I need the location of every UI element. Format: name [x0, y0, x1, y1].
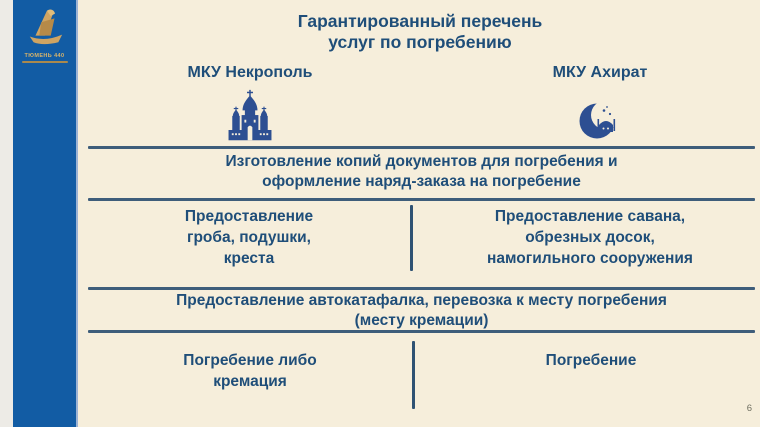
orthodox-church-icon	[222, 89, 278, 148]
logo-emblem-icon	[29, 9, 62, 45]
divider-line-1	[88, 146, 755, 149]
column-header-nekropol: МКУ Некрополь	[187, 64, 313, 81]
logo-subtitle-line	[21, 61, 68, 63]
logo-title: ТЮМЕНЬ 440	[24, 53, 65, 59]
divider-line-3	[88, 287, 755, 290]
service-cell-burial-cremation: Погребение либо кремация	[183, 352, 317, 390]
service-row-documents: Изготовление копий документов для погреб…	[225, 153, 618, 190]
city-logo: ТЮМЕНЬ 440	[13, 7, 76, 63]
divider-line-4	[88, 330, 755, 333]
cell-divider-2	[412, 341, 415, 409]
service-cell-coffin: Предоставление гроба, подушки, креста	[184, 208, 314, 267]
cell-divider-1	[410, 205, 413, 271]
service-cell-burial: Погребение	[545, 352, 637, 369]
page-number: 6	[746, 403, 752, 414]
column-header-akhirat: МКУ Ахират	[552, 64, 648, 81]
divider-line-2	[88, 198, 755, 201]
sidebar: ТЮМЕНЬ 440	[13, 0, 78, 427]
slide-title: Гарантированный перечень услуг по погреб…	[297, 11, 543, 52]
service-cell-shroud: Предоставление савана, обрезных досок, н…	[487, 208, 693, 267]
service-row-hearse: Предоставление автокатафалка, перевозка …	[176, 292, 667, 329]
left-edge-strip	[0, 0, 13, 427]
crescent-mosque-icon	[577, 98, 625, 147]
